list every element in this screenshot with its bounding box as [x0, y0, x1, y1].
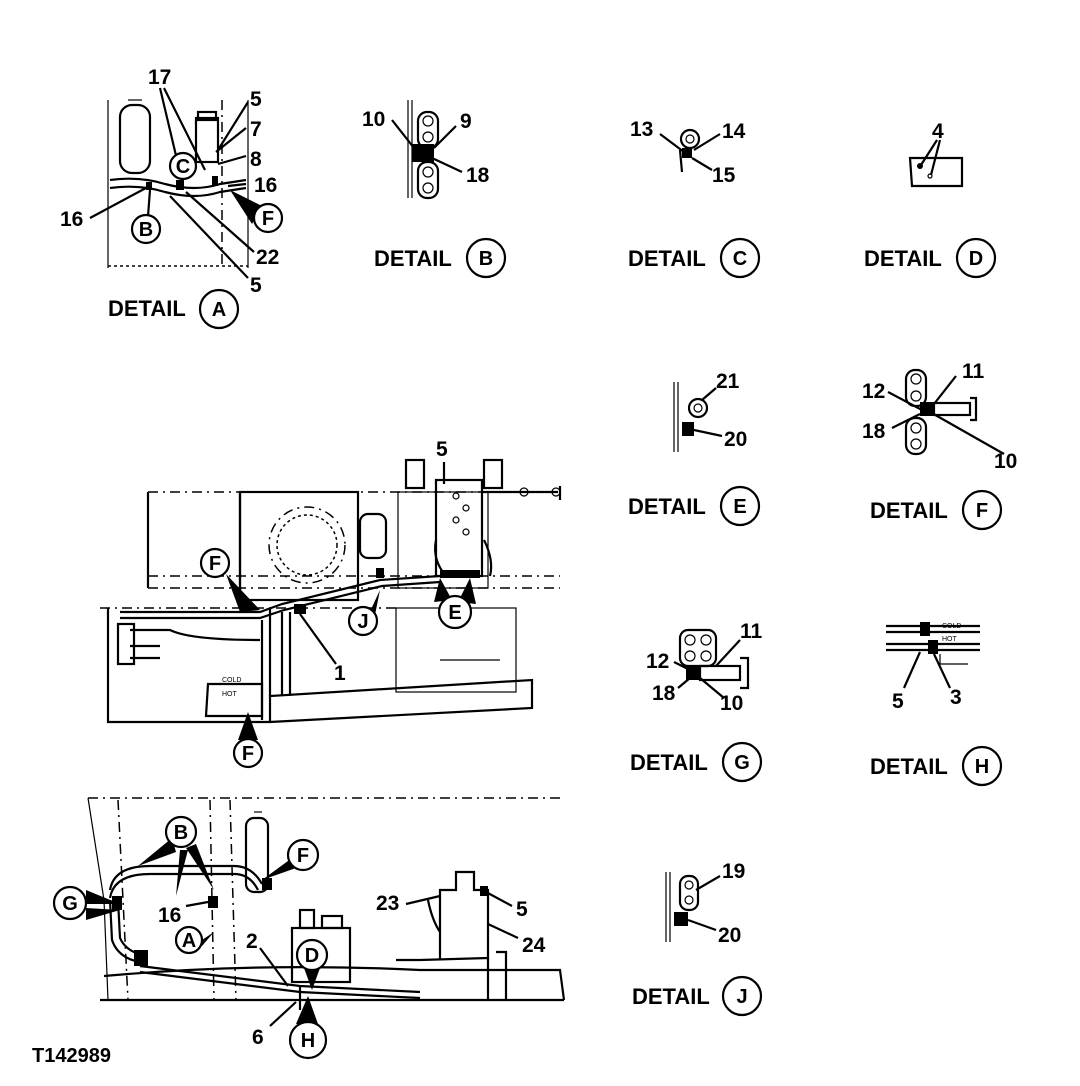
label-10: 10: [720, 692, 743, 715]
hose-mark-cold: COLD: [222, 677, 241, 684]
label-8: 8: [250, 148, 262, 171]
label-15: 15: [712, 164, 736, 187]
detail-b-letter: B: [479, 248, 493, 270]
detail-e-view: [673, 382, 723, 452]
detail-h-view: [886, 622, 980, 689]
label-2: 2: [246, 930, 258, 953]
label-20: 20: [724, 428, 747, 451]
detail-h-caption: DETAIL: [870, 754, 948, 779]
label-7: 7: [250, 118, 262, 141]
detail-b-view: [391, 100, 463, 200]
label-16: 16: [254, 174, 277, 197]
callout-f: F: [242, 743, 254, 765]
label-14: 14: [722, 120, 746, 143]
detail-b-caption: DETAIL: [374, 246, 452, 271]
main-top-view: [100, 458, 562, 740]
detail-a-letter: A: [212, 299, 226, 321]
label-19: 19: [722, 860, 745, 883]
detail-c-caption: DETAIL: [628, 246, 706, 271]
label-21: 21: [716, 370, 740, 393]
label-5: 5: [250, 88, 262, 111]
label-18: 18: [466, 164, 490, 187]
label-5: 5: [892, 690, 904, 713]
detail-c-view: [659, 128, 721, 173]
label-13: 13: [630, 118, 653, 141]
label-20: 20: [718, 924, 741, 947]
detail-e-letter: E: [733, 496, 746, 518]
detail-a-view: [107, 99, 249, 268]
label-5: 5: [516, 898, 528, 921]
label-16: 16: [158, 904, 181, 927]
label-5: 5: [250, 274, 262, 297]
callout-f: F: [209, 553, 221, 575]
label-10: 10: [362, 108, 385, 131]
label-11: 11: [962, 360, 985, 383]
label-1: 1: [334, 662, 346, 685]
detail-f-view: [887, 368, 1005, 456]
callout-j: J: [357, 611, 368, 633]
detail-f-caption: DETAIL: [870, 498, 948, 523]
hose-mark-hot: HOT: [222, 691, 238, 698]
label-17: 17: [148, 66, 171, 89]
callout-a: A: [182, 930, 196, 952]
label-23: 23: [376, 892, 399, 915]
label-12: 12: [862, 380, 885, 403]
callout-h: H: [301, 1030, 315, 1052]
detail-h-letter: H: [975, 756, 989, 778]
label-9: 9: [460, 110, 472, 133]
main-side-view: [86, 797, 566, 1027]
label-12: 12: [646, 650, 669, 673]
label-16: 16: [60, 208, 83, 231]
callout-f: F: [297, 845, 309, 867]
detail-f-letter: F: [976, 500, 988, 522]
label-18: 18: [652, 682, 676, 705]
label-6: 6: [252, 1026, 264, 1049]
callout-b: B: [139, 219, 153, 241]
detail-d-caption: DETAIL: [864, 246, 942, 271]
detail-d-letter: D: [969, 248, 983, 270]
detail-j-caption: DETAIL: [632, 984, 710, 1009]
label-3: 3: [950, 686, 962, 709]
callout-f: F: [262, 208, 274, 230]
callout-e: E: [448, 602, 461, 624]
detail-d-view: [908, 139, 964, 188]
hose-mark-hot: HOT: [942, 636, 958, 643]
detail-g-caption: DETAIL: [630, 750, 708, 775]
label-18: 18: [862, 420, 886, 443]
detail-a-caption: DETAIL: [108, 296, 186, 321]
detail-g-letter: G: [734, 752, 750, 774]
label-22: 22: [256, 246, 279, 269]
label-24: 24: [522, 934, 546, 957]
detail-c-letter: C: [733, 248, 747, 270]
callout-b: B: [174, 822, 188, 844]
label-5: 5: [436, 438, 448, 461]
detail-j-letter: J: [736, 986, 747, 1008]
label-11: 11: [740, 620, 763, 643]
label-10: 10: [994, 450, 1017, 473]
hose-mark-cold: COLD: [942, 623, 961, 630]
callout-d: D: [305, 945, 319, 967]
callout-g: G: [62, 893, 78, 915]
label-4: 4: [932, 120, 944, 143]
detail-g-view: [673, 628, 750, 699]
figure-code: T142989: [32, 1045, 111, 1067]
detail-j-view: [665, 872, 721, 942]
detail-e-caption: DETAIL: [628, 494, 706, 519]
callout-c: C: [176, 156, 190, 178]
